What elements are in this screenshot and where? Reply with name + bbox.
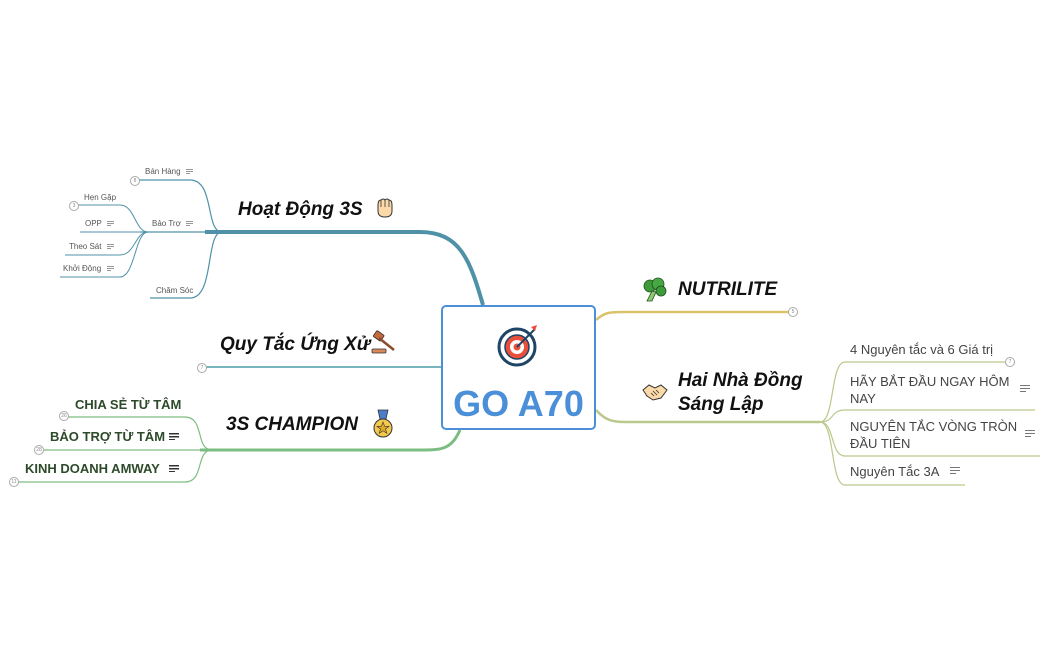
notes-icon[interactable] bbox=[107, 221, 114, 226]
notes-icon[interactable] bbox=[186, 221, 193, 226]
node-ban-hang[interactable]: Bán Hàng bbox=[145, 167, 181, 176]
notes-icon[interactable] bbox=[107, 266, 114, 271]
node-chia-se[interactable]: CHIA SẺ TỪ TÂM bbox=[75, 397, 182, 412]
count-badge[interactable]: 7 bbox=[1005, 357, 1015, 367]
notes-icon[interactable] bbox=[950, 467, 960, 474]
notes-icon[interactable] bbox=[1025, 430, 1035, 437]
node-cham-soc[interactable]: Chăm Sóc bbox=[156, 286, 194, 295]
count-badge[interactable]: 7 bbox=[197, 363, 207, 373]
broccoli-icon bbox=[643, 277, 667, 302]
count-badge[interactable]: 11 bbox=[9, 477, 19, 487]
gavel-icon bbox=[371, 330, 395, 354]
hoat-dong-connectors bbox=[60, 179, 485, 306]
notes-icon[interactable] bbox=[186, 169, 193, 174]
central-topic[interactable]: GO A70 bbox=[441, 305, 596, 430]
raised-fist-icon bbox=[377, 198, 393, 218]
node-opp[interactable]: OPP bbox=[85, 219, 102, 228]
count-badge[interactable]: 3 bbox=[69, 201, 79, 211]
node-nguyen-tac-gia-tri[interactable]: 4 Nguyên tắc và 6 Giá trị bbox=[850, 342, 994, 357]
node-bao-tro-tu-tam[interactable]: BẢO TRỢ TỪ TÂM bbox=[50, 429, 166, 444]
notes-icon[interactable] bbox=[107, 244, 114, 249]
hai-nha-connectors bbox=[595, 361, 1040, 486]
count-badge[interactable]: 26 bbox=[59, 411, 69, 421]
notes-icon[interactable] bbox=[1020, 385, 1030, 392]
champion-connectors bbox=[14, 416, 462, 483]
count-badge[interactable]: 8 bbox=[130, 176, 140, 186]
branch-hai-nha-line2[interactable]: Sáng Lập bbox=[678, 394, 764, 415]
count-badge[interactable]: 28 bbox=[34, 445, 44, 455]
branch-quy-tac[interactable]: Quy Tắc Ứng Xử bbox=[220, 334, 371, 355]
node-theo-sat[interactable]: Theo Sát bbox=[69, 242, 102, 251]
branch-hoat-dong[interactable]: Hoạt Động 3S bbox=[238, 199, 363, 220]
branch-champion[interactable]: 3S CHAMPION bbox=[226, 414, 358, 435]
branch-nutrilite[interactable]: NUTRILITE bbox=[678, 279, 778, 300]
node-vong-tron-line2[interactable]: ĐẦU TIÊN bbox=[850, 436, 911, 451]
node-hay-bat-dau-line1[interactable]: HÃY BẮT ĐẦU NGAY HÔM bbox=[850, 374, 1010, 389]
notes-icon[interactable] bbox=[169, 465, 179, 472]
branch-hai-nha-line1[interactable]: Hai Nhà Đồng bbox=[678, 370, 803, 391]
node-bao-tro[interactable]: Bảo Trợ bbox=[152, 219, 181, 228]
count-badge[interactable]: 5 bbox=[788, 307, 798, 317]
node-hen-gap[interactable]: Hẹn Gặp bbox=[84, 193, 117, 202]
central-title: GO A70 bbox=[453, 383, 584, 424]
target-dart-icon bbox=[497, 325, 537, 367]
node-hay-bat-dau-line2[interactable]: NAY bbox=[850, 391, 876, 406]
node-nguyen-tac-3a[interactable]: Nguyên Tắc 3A bbox=[850, 464, 940, 479]
node-kinh-doanh[interactable]: KINH DOANH AMWAY bbox=[25, 461, 160, 476]
handshake-icon bbox=[642, 384, 668, 401]
medal-icon bbox=[373, 409, 393, 438]
node-vong-tron-line1[interactable]: NGUYÊN TẮC VÒNG TRÒN bbox=[850, 419, 1018, 434]
node-khoi-dong[interactable]: Khởi Động bbox=[63, 264, 102, 273]
notes-icon[interactable] bbox=[169, 433, 179, 440]
nutrilite-connector bbox=[595, 310, 790, 321]
